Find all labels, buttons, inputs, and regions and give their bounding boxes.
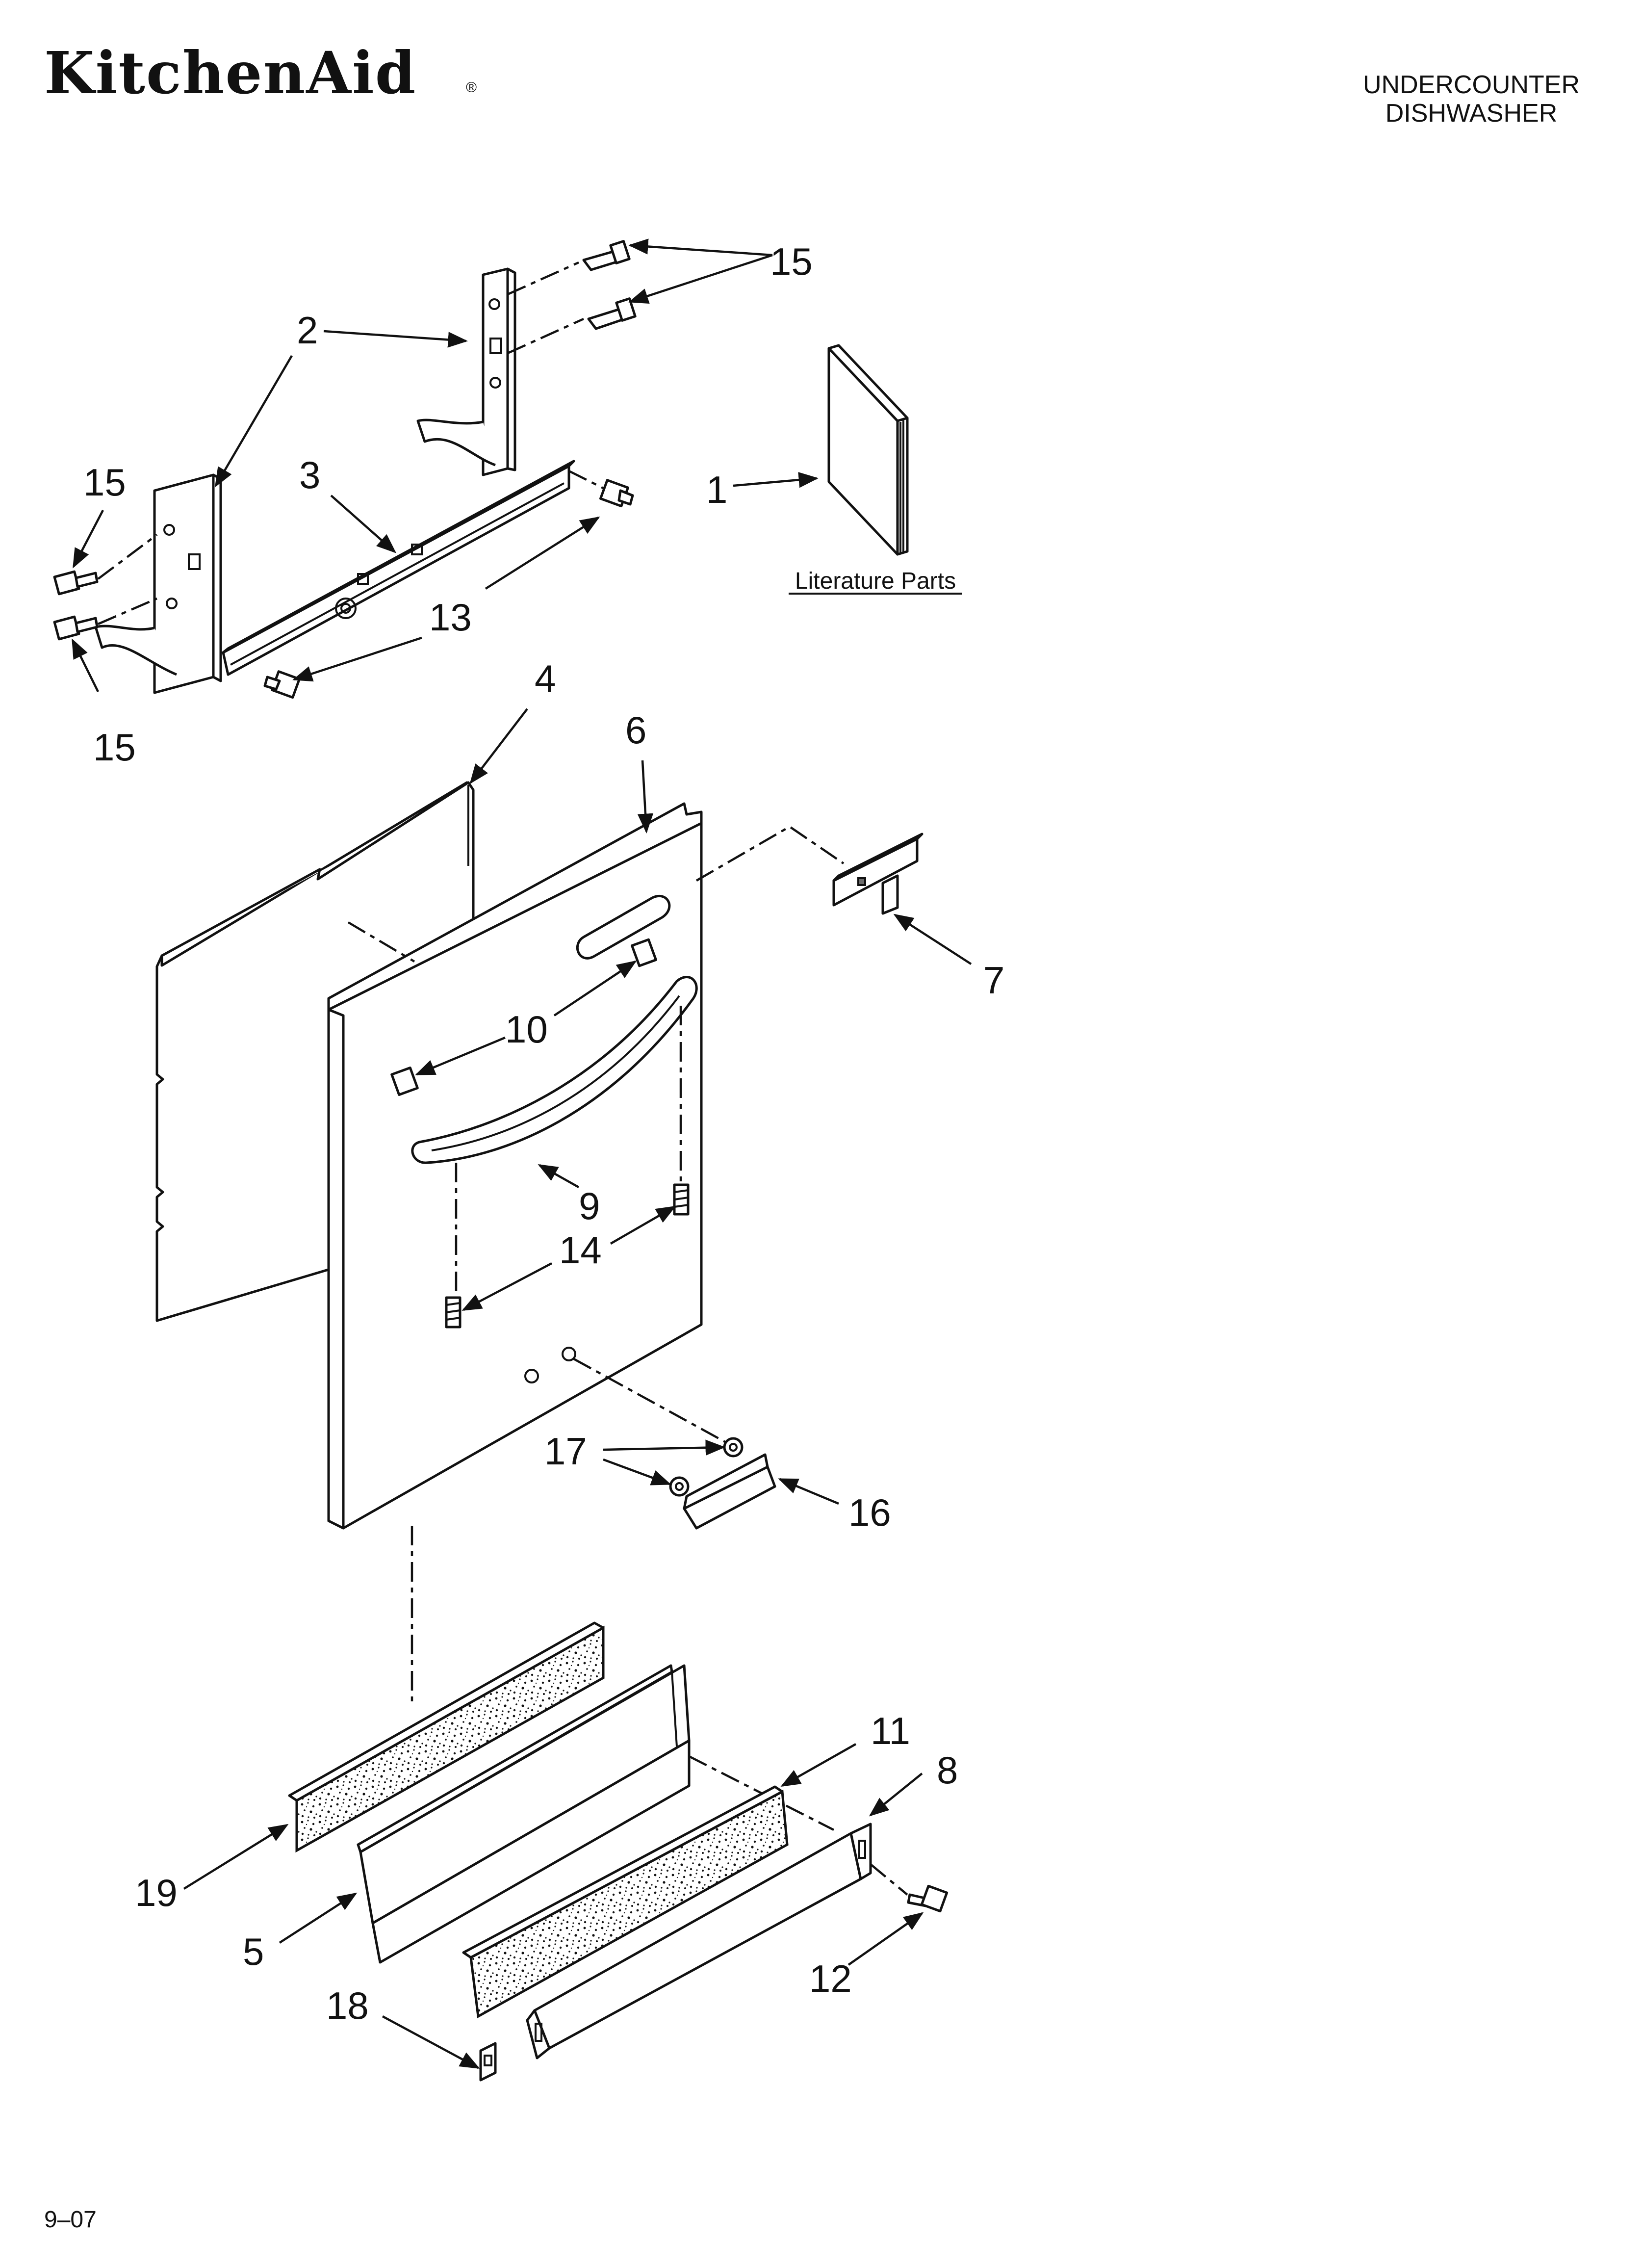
callout-10: 10 — [505, 1008, 548, 1051]
assembly-line — [507, 261, 579, 296]
trim-piece — [683, 1453, 776, 1530]
assembly-line — [347, 921, 415, 963]
callout-6: 6 — [625, 708, 646, 752]
callout-13: 13 — [429, 596, 472, 639]
foam-insulation-strip-19 — [288, 1621, 605, 1853]
callout-2: 2 — [297, 309, 318, 352]
screw-15-top-a — [582, 240, 631, 271]
brand-logo: KitchenAid — [44, 39, 416, 107]
vent-bracket — [832, 833, 924, 915]
product-type-line1: UNDERCOUNTER — [1363, 71, 1580, 99]
foam-insulation-strip-11 — [462, 1785, 789, 2018]
handle-stud-10-right — [631, 938, 657, 967]
screw-14-left — [445, 1296, 462, 1329]
callout-19: 19 — [135, 1871, 178, 1914]
assembly-line — [568, 469, 604, 490]
assembly-line — [97, 534, 158, 580]
callout-1: 1 — [706, 468, 727, 511]
callout-12: 12 — [809, 1957, 852, 2000]
screw-14-right — [673, 1183, 690, 1216]
assembly-line — [573, 1358, 727, 1443]
callout-18: 18 — [326, 1984, 369, 2027]
screw-15-left-a — [53, 570, 99, 596]
callout-9: 9 — [579, 1184, 600, 1227]
literature-parts-label: Literature Parts — [795, 568, 956, 594]
callout-14: 14 — [559, 1228, 602, 1272]
date-code: 9–07 — [44, 2207, 97, 2233]
callout-15: 15 — [93, 726, 136, 769]
mounting-rail — [222, 460, 575, 676]
callout-8: 8 — [937, 1748, 958, 1792]
assembly-line — [98, 597, 157, 626]
handle-stud-10-left — [390, 1066, 419, 1096]
callout-15: 15 — [770, 240, 813, 283]
door-handle — [411, 975, 698, 1164]
assembly-line — [870, 1863, 908, 1896]
callout-4: 4 — [535, 657, 556, 700]
assembly-line — [695, 825, 845, 882]
screw-12 — [907, 1884, 949, 1913]
callout-15: 15 — [83, 461, 126, 504]
callout-7: 7 — [983, 959, 1004, 1002]
literature-parts-booklet — [827, 344, 909, 556]
nut-17-left — [669, 1476, 690, 1497]
screw-13-right — [599, 479, 634, 508]
leader-lines — [71, 238, 972, 2069]
outer-door-panel — [327, 802, 703, 1530]
screw-13-left — [263, 670, 301, 699]
mounting-clip — [479, 2042, 497, 2082]
kick-plate — [526, 1823, 872, 2059]
screw-15-left-b — [53, 615, 99, 641]
callout-5: 5 — [243, 1930, 264, 1973]
side-bracket-left — [94, 473, 222, 694]
toe-kick-panel — [357, 1664, 691, 1964]
product-type-line2: DISHWASHER — [1385, 99, 1558, 128]
assembly-line — [507, 317, 584, 355]
callout-3: 3 — [299, 453, 320, 496]
nut-17-right — [723, 1437, 744, 1458]
callout-17: 17 — [544, 1430, 587, 1473]
registered-mark: ® — [466, 79, 477, 96]
callout-16: 16 — [848, 1491, 891, 1534]
callout-11: 11 — [871, 1709, 910, 1752]
side-bracket-right — [416, 267, 516, 476]
screw-15-top-b — [587, 297, 637, 330]
